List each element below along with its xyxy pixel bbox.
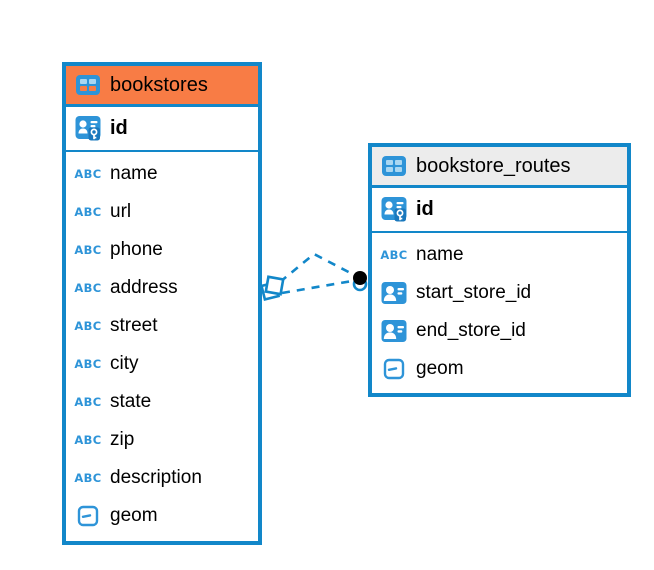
reference-icon (380, 317, 408, 345)
column-row[interactable]: ABC name (372, 236, 627, 274)
text-type-icon: ABC (74, 243, 102, 257)
column-row[interactable]: ABC address (66, 269, 258, 307)
column-name: id (416, 198, 434, 220)
table-bookstores-header[interactable]: bookstores (66, 66, 258, 107)
columns-list: ABC name ABC url ABC phone ABC address A… (66, 152, 258, 535)
column-row[interactable]: ABC street (66, 307, 258, 345)
table-icon (380, 152, 408, 180)
primary-key-icon (380, 196, 408, 224)
relation-line-upper (279, 252, 361, 284)
column-name: geom (416, 358, 464, 379)
column-name: end_store_id (416, 320, 526, 341)
text-type-icon: ABC (74, 471, 102, 485)
column-name: street (110, 315, 158, 336)
squares-marker (259, 275, 285, 302)
columns-list: ABC name start_store_id (372, 233, 627, 388)
column-name: geom (110, 505, 158, 526)
geometry-type-icon (74, 502, 102, 530)
column-name: city (110, 353, 139, 374)
column-name: name (110, 163, 158, 184)
table-title: bookstores (110, 73, 208, 96)
relationship-connector[interactable] (250, 238, 384, 316)
column-row[interactable]: end_store_id (372, 312, 627, 350)
column-row[interactable]: ABC name (66, 155, 258, 193)
column-row[interactable]: geom (66, 497, 258, 535)
dot-marker (352, 271, 368, 292)
column-name: start_store_id (416, 282, 532, 303)
column-name: id (110, 117, 128, 139)
column-row[interactable]: geom (372, 350, 627, 388)
column-row[interactable]: ABC state (66, 383, 258, 421)
primary-key-icon (74, 115, 102, 143)
table-bookstore-routes[interactable]: bookstore_routes id ABC name (368, 143, 631, 397)
column-name: state (110, 391, 152, 412)
column-row[interactable]: ABC phone (66, 231, 258, 269)
column-row[interactable]: ABC description (66, 459, 258, 497)
column-row-pk[interactable]: id (66, 107, 258, 152)
text-type-icon: ABC (74, 205, 102, 219)
geometry-type-icon (380, 355, 408, 383)
column-name: phone (110, 239, 163, 260)
text-type-icon: ABC (74, 395, 102, 409)
reference-icon (380, 279, 408, 307)
column-row-pk[interactable]: id (372, 188, 627, 233)
column-name: description (110, 467, 202, 488)
text-type-icon: ABC (74, 319, 102, 333)
table-icon (74, 71, 102, 99)
text-type-icon: ABC (74, 433, 102, 447)
text-type-icon: ABC (74, 357, 102, 371)
relation-line-lower (281, 278, 359, 295)
table-bookstores[interactable]: bookstores id ABC name ABC url (62, 62, 262, 545)
column-name: address (110, 277, 178, 298)
text-type-icon: ABC (74, 281, 102, 295)
column-row[interactable]: start_store_id (372, 274, 627, 312)
text-type-icon: ABC (380, 248, 408, 262)
column-name: zip (110, 429, 135, 450)
column-row[interactable]: ABC url (66, 193, 258, 231)
table-bookstore-routes-header[interactable]: bookstore_routes (372, 147, 627, 188)
column-name: name (416, 244, 464, 265)
text-type-icon: ABC (74, 167, 102, 181)
column-row[interactable]: ABC zip (66, 421, 258, 459)
table-title: bookstore_routes (416, 154, 571, 177)
column-name: url (110, 201, 132, 222)
column-row[interactable]: ABC city (66, 345, 258, 383)
